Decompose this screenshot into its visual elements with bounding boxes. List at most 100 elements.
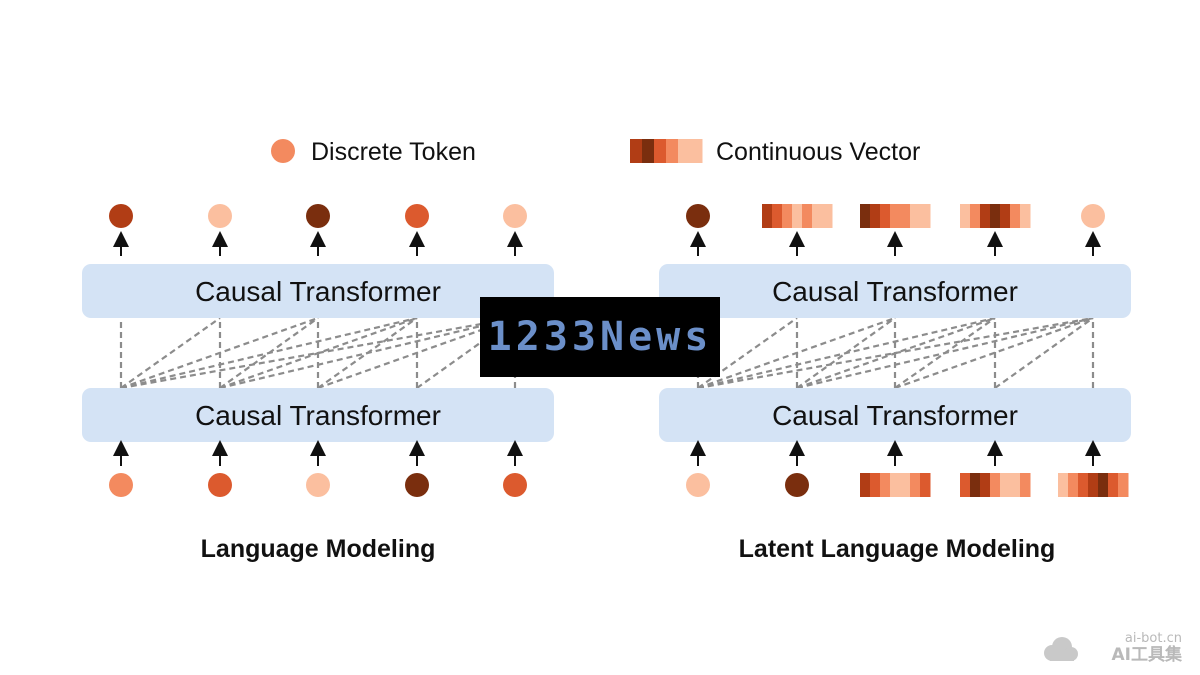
attention-edge (219, 316, 516, 390)
causal-transformer-bottom-block (659, 388, 1131, 442)
attention-edge (120, 317, 221, 389)
vector-cell (980, 473, 991, 497)
vector-cell (1118, 473, 1129, 497)
flow-arrows (113, 231, 523, 466)
attention-edges (696, 316, 1095, 390)
attention-edge (697, 316, 1094, 390)
vector-cell (762, 204, 773, 228)
vector-cell (1010, 473, 1021, 497)
cloud-logo-icon (1044, 637, 1078, 661)
causal-transformer-top-label: Causal Transformer (195, 276, 441, 307)
continuous-vector (1058, 473, 1129, 497)
vector-cell (880, 204, 891, 228)
causal-transformer-top-block (82, 264, 554, 318)
panel-language-modeling: Causal Transformer Causal Transformer La… (82, 204, 554, 563)
vector-cell (666, 139, 679, 163)
vector-cell (630, 139, 643, 163)
continuous-vector (860, 204, 931, 228)
discrete-token (306, 204, 330, 228)
corner-watermark-url: ai-bot.cn (1124, 631, 1182, 647)
vector-cell (654, 139, 667, 163)
vector-cell (990, 204, 1001, 228)
discrete-token (1081, 204, 1105, 228)
vector-cell (802, 204, 813, 228)
attention-edge (120, 316, 516, 390)
discrete-token (109, 204, 133, 228)
legend-discrete-token-swatch (271, 139, 295, 163)
discrete-token (405, 204, 429, 228)
attention-edge (120, 316, 319, 390)
continuous-vector (860, 473, 931, 497)
vector-cell (690, 139, 703, 163)
discrete-token (109, 473, 133, 497)
output-tokens (686, 204, 1105, 228)
vector-cell (900, 473, 911, 497)
discrete-token (686, 204, 710, 228)
continuous-vector (960, 204, 1031, 228)
vector-cell (1020, 473, 1031, 497)
vector-cell (792, 204, 803, 228)
causal-transformer-top-label: Causal Transformer (772, 276, 1018, 307)
vector-cell (1000, 473, 1011, 497)
vector-cell (1010, 204, 1021, 228)
discrete-token (208, 204, 232, 228)
vector-cell (1000, 204, 1011, 228)
corner-watermark-name: AI工具集 (1111, 645, 1182, 666)
vector-cell (870, 204, 881, 228)
vector-cell (1078, 473, 1089, 497)
causal-transformer-bottom-block (82, 388, 554, 442)
vector-cell (678, 139, 691, 163)
caption-language-modeling: Language Modeling (201, 535, 436, 563)
discrete-token (503, 473, 527, 497)
vector-cell (990, 473, 1001, 497)
discrete-token (785, 473, 809, 497)
continuous-vector (762, 204, 833, 228)
vector-cell (970, 204, 981, 228)
corner-watermark: ai-bot.cn AI工具集 (1111, 631, 1182, 666)
legend: Discrete Token Continuous Vector (271, 138, 920, 166)
vector-cell (890, 473, 901, 497)
causal-transformer-bottom-label: Causal Transformer (772, 400, 1018, 431)
vector-cell (1088, 473, 1099, 497)
discrete-token (208, 473, 232, 497)
vector-cell (860, 204, 871, 228)
attention-edge (697, 316, 896, 390)
vector-cell (870, 473, 881, 497)
attention-edge (697, 316, 996, 390)
discrete-token (405, 473, 429, 497)
panel-latent-language-modeling: Causal Transformer Causal Transformer La… (659, 204, 1131, 563)
vector-cell (910, 204, 921, 228)
attention-edge (994, 317, 1094, 389)
vector-cell (960, 473, 971, 497)
vector-cell (1098, 473, 1109, 497)
vector-cell (860, 473, 871, 497)
continuous-vector (960, 473, 1031, 497)
vector-cell (900, 204, 911, 228)
vector-cell (1058, 473, 1069, 497)
causal-transformer-top-block (659, 264, 1131, 318)
vector-cell (960, 204, 971, 228)
caption-latent-language-modeling: Latent Language Modeling (739, 535, 1056, 563)
attention-edge (894, 316, 1094, 390)
attention-edges (119, 316, 517, 390)
attention-edge (120, 316, 418, 390)
vector-cell (772, 204, 783, 228)
vector-cell (782, 204, 793, 228)
discrete-token (503, 204, 527, 228)
vector-cell (920, 473, 931, 497)
vector-cell (1020, 204, 1031, 228)
discrete-token (686, 473, 710, 497)
legend-continuous-vector-swatch (630, 139, 703, 163)
vector-cell (920, 204, 931, 228)
vector-cell (1108, 473, 1119, 497)
vector-cell (910, 473, 921, 497)
causal-transformer-bottom-label: Causal Transformer (195, 400, 441, 431)
vector-cell (880, 473, 891, 497)
vector-cell (812, 204, 823, 228)
vector-cell (1068, 473, 1079, 497)
output-tokens (109, 204, 527, 228)
vector-cell (980, 204, 991, 228)
flow-arrows (690, 231, 1101, 466)
